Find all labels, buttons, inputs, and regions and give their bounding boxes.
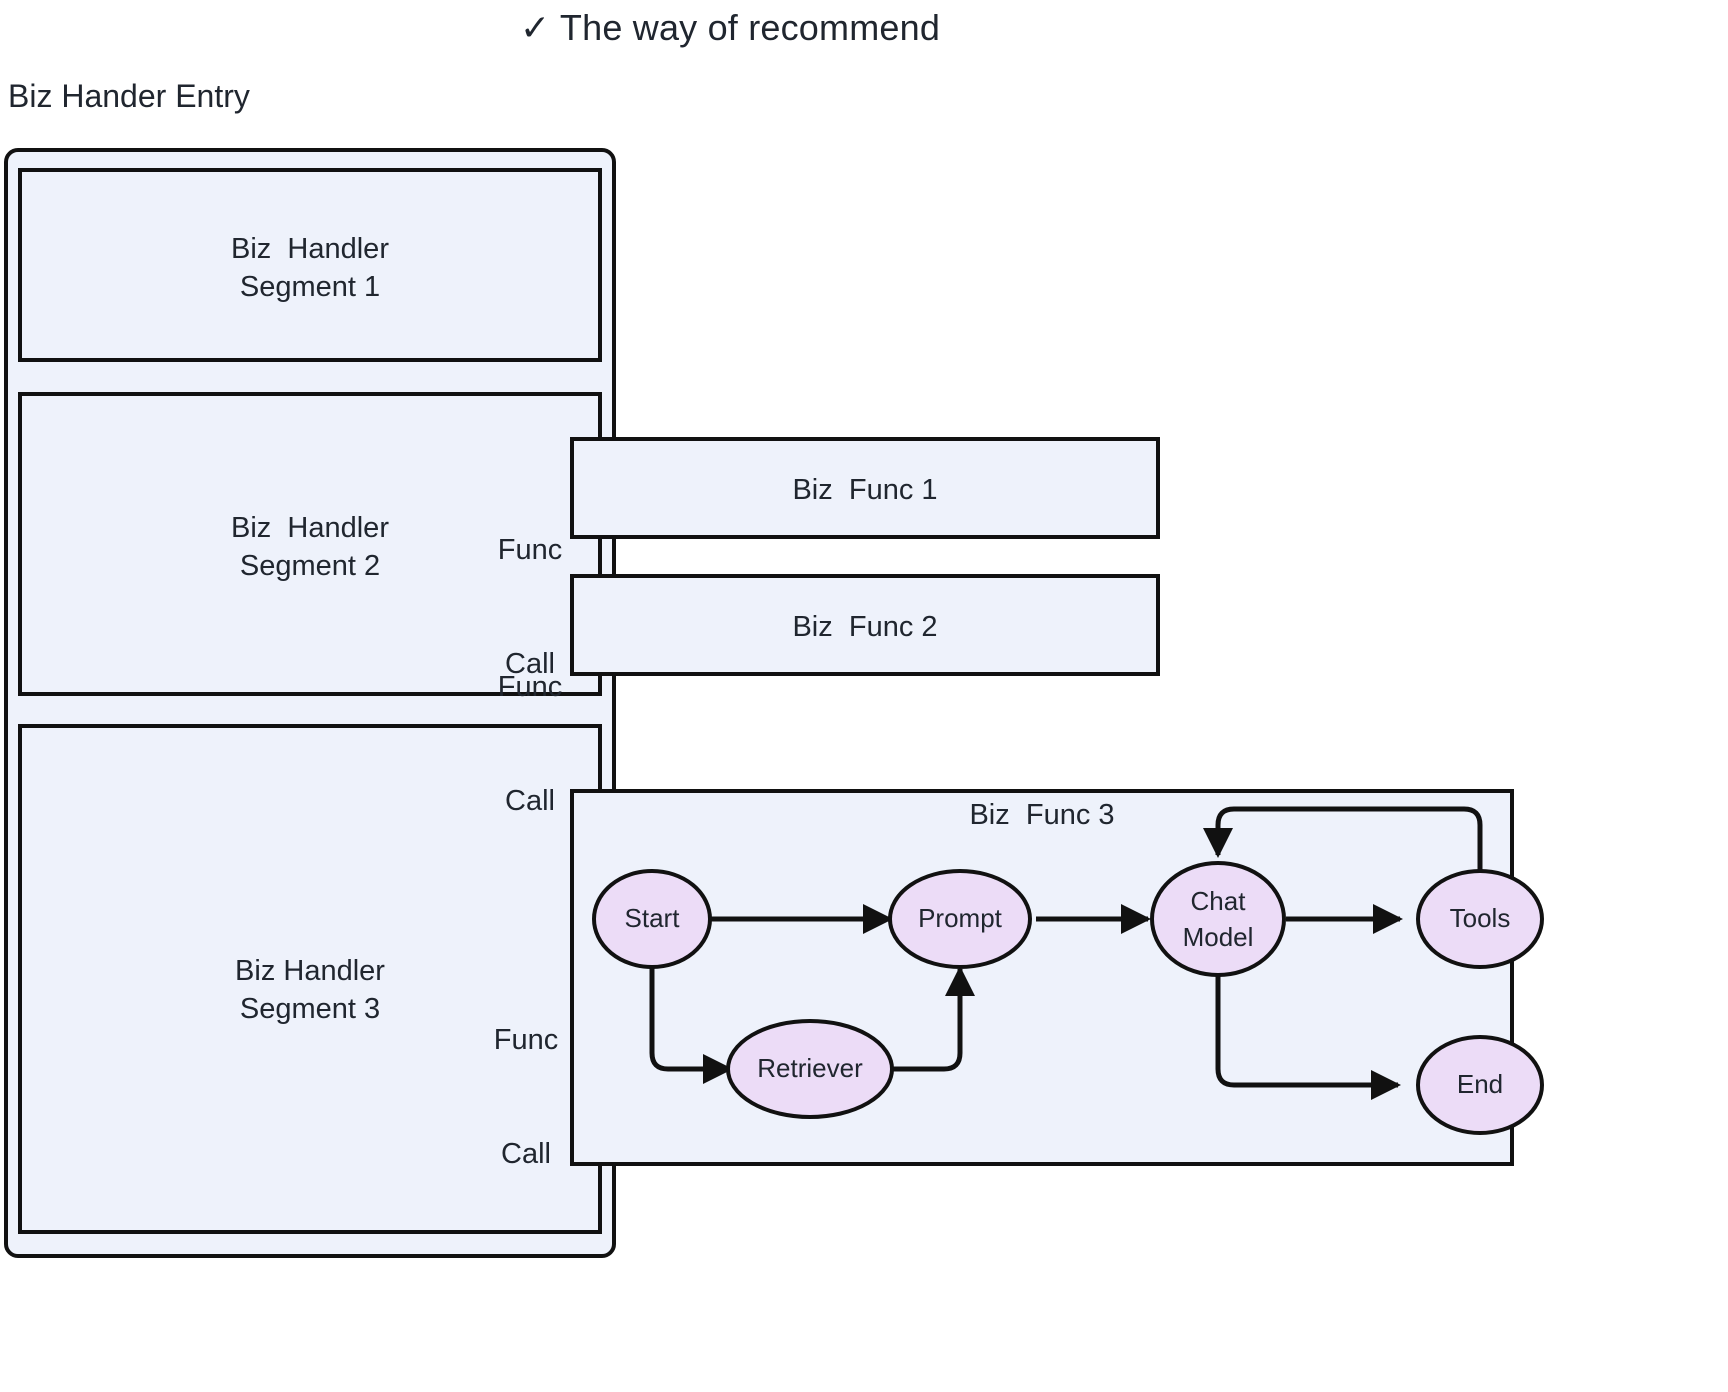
flow-node-retriever[interactable]: Retriever	[726, 1019, 894, 1119]
segment-2-label-line2: Segment 2	[239, 550, 381, 582]
segment-1-label-line1: Biz Handler	[231, 233, 389, 265]
flow-node-chat-model-label-line1: Chat	[1191, 886, 1247, 916]
biz-func-3-title: Biz Func 3	[969, 799, 1115, 831]
flow-node-end-label: End	[1457, 1069, 1503, 1099]
segment-3-label-line1: Biz Handler	[235, 955, 385, 987]
flow-node-end[interactable]: End	[1416, 1035, 1544, 1135]
segment-1-label-line2: Segment 1	[239, 271, 381, 303]
flow-node-start-label: Start	[625, 903, 681, 933]
func-call-label-1: Func Call	[470, 455, 590, 759]
flow-node-start[interactable]: Start	[592, 869, 712, 969]
segment-3-label-line2: Segment 3	[239, 993, 381, 1025]
func-call-3-line2: Call	[501, 1138, 551, 1170]
biz-handler-segment-2[interactable]: Biz Handler Segment 2	[18, 392, 602, 696]
biz-func-2-box[interactable]: Biz Func 2	[570, 574, 1160, 676]
flow-node-chat-model-label-line2: Model	[1183, 922, 1254, 952]
edge-start-to-retriever	[649, 965, 733, 1084]
edge-retriever-to-prompt	[890, 966, 975, 1072]
flow-node-prompt[interactable]: Prompt	[888, 869, 1032, 969]
entry-label: Biz Hander Entry	[8, 78, 250, 114]
biz-func-1-box[interactable]: Biz Func 1	[570, 437, 1160, 539]
biz-handler-segment-1[interactable]: Biz Handler Segment 1	[18, 168, 602, 362]
edge-tools-to-chatmodel-loop	[1203, 806, 1483, 871]
edge-chatmodel-to-end	[1215, 967, 1401, 1100]
flow-node-tools-label: Tools	[1450, 903, 1511, 933]
func-call-label-2: Func Call	[470, 592, 590, 896]
flow-node-chat-model[interactable]: Chat Model	[1150, 861, 1286, 977]
biz-func-1-title: Biz Func 1	[792, 474, 938, 506]
biz-func-3-box[interactable]: Biz Func 3	[570, 789, 1514, 1166]
flow-node-prompt-label: Prompt	[918, 903, 1003, 933]
flow-node-retriever-label: Retriever	[757, 1053, 863, 1083]
func-call-1-line1: Func	[497, 534, 563, 566]
func-call-3-line1: Func	[493, 1024, 559, 1056]
func-call-2-line1: Func	[497, 671, 563, 703]
flow-node-tools[interactable]: Tools	[1416, 869, 1544, 969]
biz-func-2-title: Biz Func 2	[792, 611, 938, 643]
segment-2-label-line1: Biz Handler	[231, 512, 389, 544]
biz-func-3-flow-graph: Start Retriever Prompt Chat Model Tools …	[592, 806, 1544, 1135]
func-call-label-3: Func Call	[466, 945, 586, 1249]
func-call-1-line2: Call	[505, 648, 555, 680]
page-title: ✓ The way of recommend	[520, 7, 941, 48]
func-call-2-line2: Call	[505, 785, 555, 817]
